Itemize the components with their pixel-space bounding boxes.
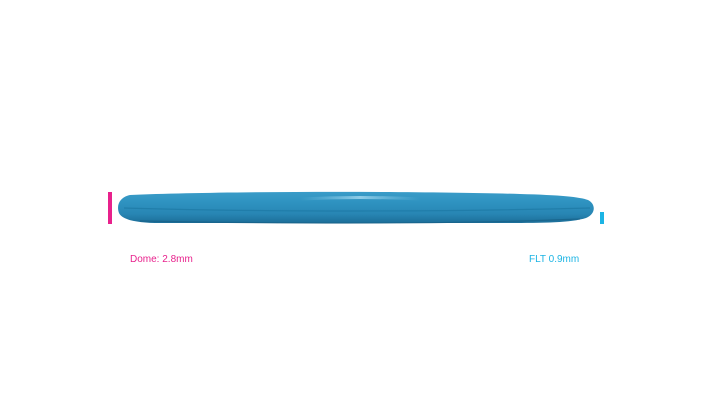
disc-rim-ridge (123, 207, 591, 212)
flat-marker-bar (600, 212, 604, 224)
flat-measurement-label: FLT 0.9mm (529, 254, 580, 265)
disc-highlight (298, 196, 422, 201)
dome-marker-bar (108, 192, 112, 224)
disc-body (118, 191, 594, 223)
dome-measurement-label: Dome: 2.8mm (130, 254, 193, 265)
disc-shadow (139, 218, 581, 224)
